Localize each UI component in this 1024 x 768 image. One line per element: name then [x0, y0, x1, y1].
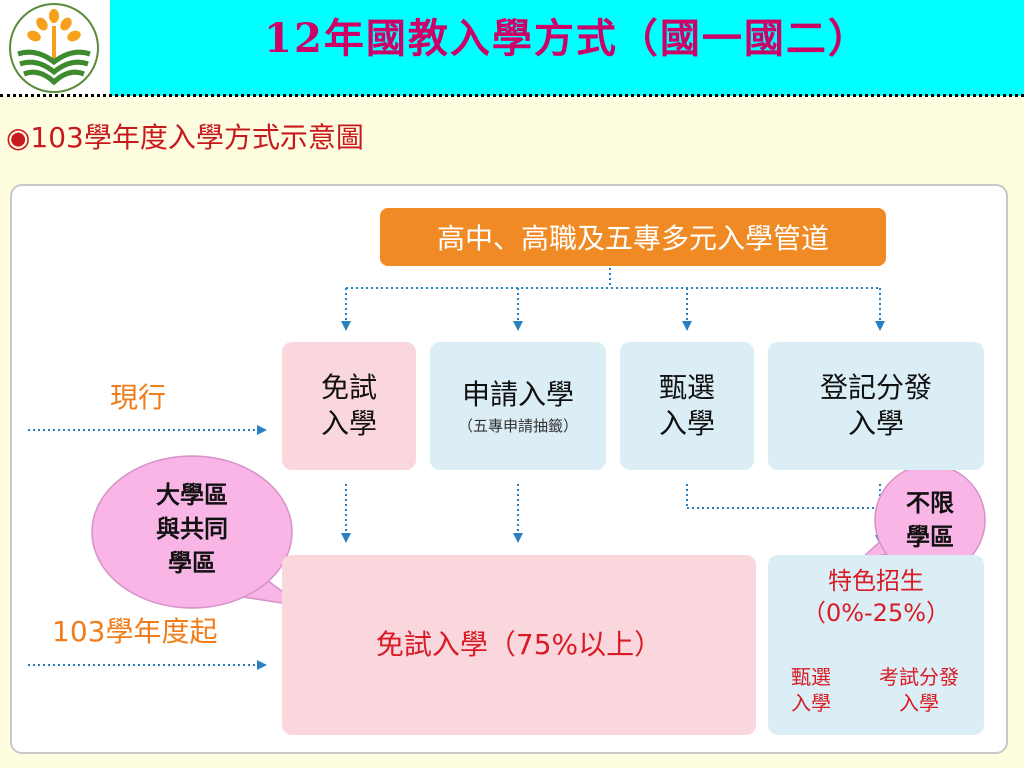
bubble-line: 大學區 — [156, 480, 228, 509]
row-label-current: 現行 — [110, 381, 167, 414]
bubble-left: 大學區 與共同 學區 — [132, 478, 252, 580]
box-exam-free-103: 免試入學（75%以上） — [282, 555, 756, 735]
box-registration: 登記分發 入學 — [768, 342, 984, 470]
box-line: 入學 — [320, 407, 377, 440]
logo-box — [0, 0, 110, 96]
box-line: 入學 — [847, 407, 904, 440]
bubble-line: 與共同 — [156, 514, 228, 543]
diagram-subtitle: ◉103學年度入學方式示意圖 — [6, 121, 364, 154]
page-title: 12年國教入學方式（國一國二） — [264, 15, 870, 62]
box-special-exam: 考試分發 入學 — [856, 650, 982, 730]
box-line: 入學 — [899, 691, 939, 715]
bubble-line: 學區 — [168, 548, 216, 577]
row-label-103: 103學年度起 — [52, 615, 218, 648]
bubble-line: 不限 — [906, 488, 954, 517]
box-line: 申請入學 — [461, 377, 574, 411]
header-divider — [0, 94, 1024, 97]
box-line: 登記分發 — [819, 371, 932, 404]
box-line: 入學 — [658, 407, 715, 440]
box-line: 入學 — [791, 691, 831, 715]
box-line: 考試分發 — [879, 665, 959, 689]
speech-bubbles — [91, 455, 986, 609]
box-selection: 甄選 入學 — [620, 342, 754, 470]
logo-icon — [9, 3, 99, 93]
box-line: （0%-25%） — [801, 599, 951, 627]
top-box: 高中、高職及五專多元入學管道 — [380, 208, 886, 266]
box-note: （五專申請抽籤） — [457, 416, 578, 435]
bubble-line: 學區 — [906, 522, 954, 551]
box-line: 免試 — [320, 371, 377, 404]
box-special-selection: 甄選 入學 — [772, 650, 850, 730]
bubble-right: 不限 學區 — [890, 486, 970, 554]
box-application: 申請入學 （五專申請抽籤） — [430, 342, 606, 470]
box-special: 特色招生 （0%-25%） — [768, 555, 984, 735]
box-line: 甄選 — [791, 665, 831, 689]
top-box-label: 高中、高職及五專多元入學管道 — [436, 222, 829, 255]
header: 12年國教入學方式（國一國二） — [0, 0, 1024, 97]
box-line: 甄選 — [658, 371, 715, 404]
box-exam-free-current: 免試 入學 — [282, 342, 416, 470]
box-label: 免試入學（75%以上） — [375, 628, 663, 661]
box-line: 特色招生 — [828, 567, 924, 595]
title-bar: 12年國教入學方式（國一國二） — [110, 0, 1024, 96]
